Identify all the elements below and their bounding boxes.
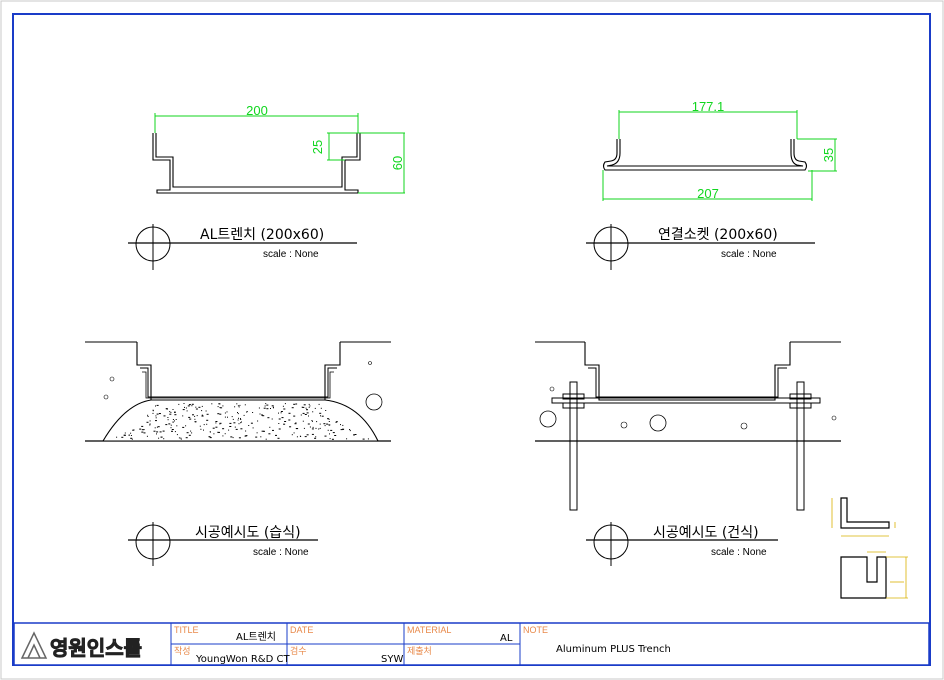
mortar-hatch [116, 403, 369, 440]
title-value: AL트렌치 [236, 631, 276, 643]
material-label: MATERIAL [407, 625, 451, 635]
dim-inner-height-label: 25 [310, 140, 325, 154]
detail-connection-socket: 177.1 207 35 연결소켓 (200x60) scale : None [586, 99, 837, 270]
scale-label: scale : None [721, 249, 777, 260]
author-label: 작성 [174, 646, 191, 656]
base-plate [551, 397, 821, 404]
scale-label: scale : None [253, 547, 309, 558]
note-value: Aluminum PLUS Trench [556, 644, 671, 655]
channel-sketch [840, 556, 887, 599]
checker-value: SYW [381, 654, 403, 665]
dim-height-label: 35 [821, 148, 836, 162]
small-part-sketches [831, 497, 908, 599]
dimension-lines-a [154, 113, 405, 194]
socket-profile [602, 139, 808, 171]
section-title: 시공예시도 (습식) [195, 525, 301, 541]
section-title: 연결소켓 (200x60) [658, 227, 778, 243]
mortar-bed [102, 399, 379, 442]
dim-width-label: 207 [697, 186, 719, 201]
dim-height-label: 60 [390, 156, 405, 170]
material-value: AL [500, 633, 513, 644]
dimension-lines-b [602, 110, 837, 201]
angle-bracket-sketch [840, 497, 890, 529]
section-title: AL트렌치 (200x60) [200, 227, 324, 243]
trench-profile [152, 133, 361, 194]
title-block: 영원인스톨 TITLE AL트렌치 DATE 작성 YoungWon R&D C… [13, 622, 930, 666]
scale-label: scale : None [711, 547, 767, 558]
detail-al-trench: 200 25 60 AL트렌치 (200x60) scale : None [128, 103, 405, 270]
scale-label: scale : None [263, 249, 319, 260]
dim-width-label: 200 [246, 103, 268, 118]
section-title: 시공예시도 (건식) [653, 525, 759, 541]
checker-label: 검수 [290, 645, 307, 656]
detail-wet-installation: 시공예시도 (습식) scale : None [85, 341, 391, 566]
note-label: NOTE [523, 625, 548, 635]
detail-dry-installation: 시공예시도 (건식) scale : None [535, 341, 841, 566]
dim-inner-width-label: 177.1 [692, 99, 725, 114]
company-logo: 영원인스톨 [20, 631, 142, 660]
anchor-bolt-left [562, 381, 585, 511]
logo-text: 영원인스톨 [50, 636, 142, 660]
anchor-bolt-right [789, 381, 812, 511]
author-value: YoungWon R&D CT [195, 654, 290, 665]
date-label: DATE [290, 625, 313, 635]
title-label: TITLE [174, 625, 199, 635]
producer-label: 제출처 [407, 645, 432, 656]
